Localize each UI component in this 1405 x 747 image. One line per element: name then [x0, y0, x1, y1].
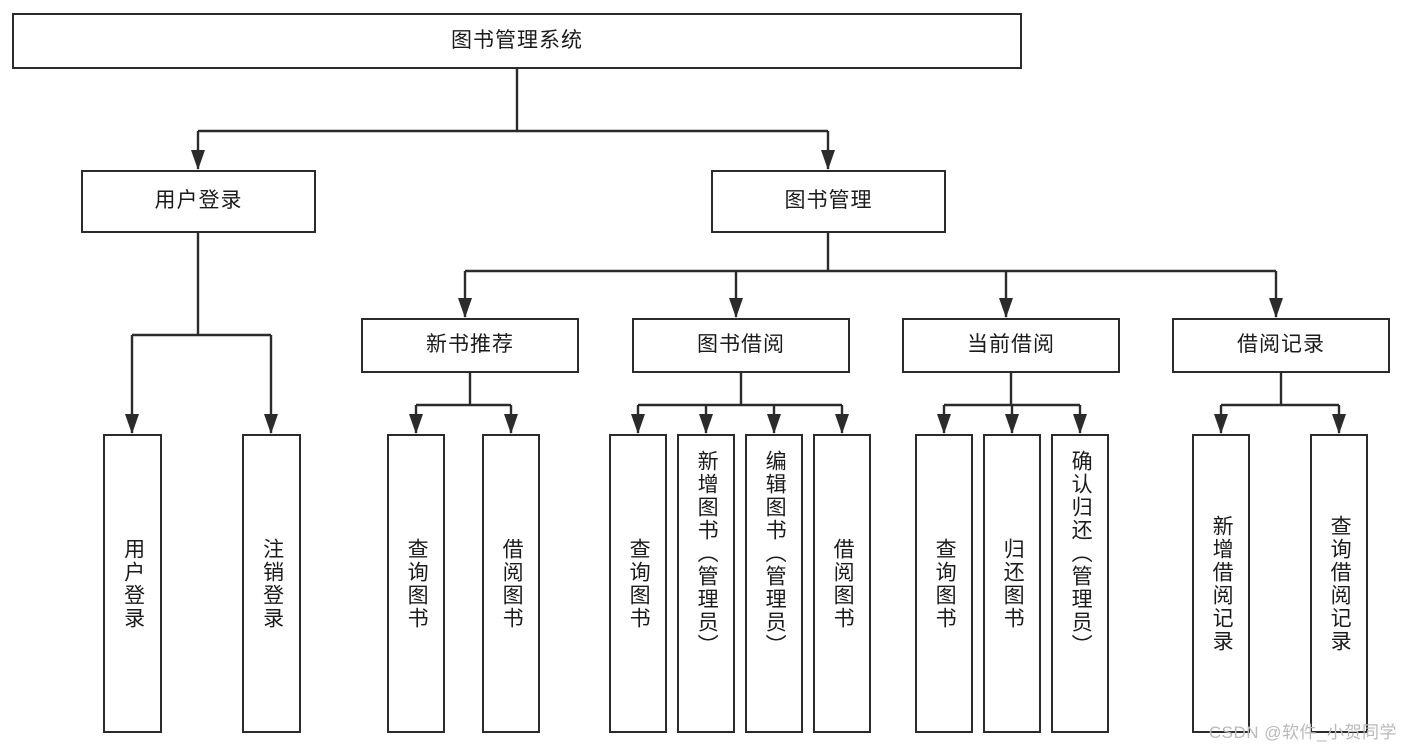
leaf-node-8[interactable]: 查询图书	[915, 434, 973, 733]
records-to-leaves-arrow-1	[1332, 414, 1346, 434]
book-mgmt-to-level3-arrow-2	[999, 298, 1013, 318]
leaf-node-11[interactable]: 新增借阅记录	[1192, 434, 1250, 733]
leaf-node-3[interactable]: 借阅图书	[482, 434, 540, 733]
node-inner: 编辑图书（管理员）	[747, 436, 801, 731]
node-label: 图书借阅	[697, 333, 785, 357]
leaf-node-7[interactable]: 借阅图书	[813, 434, 871, 733]
leaf-node-2[interactable]: 查询图书	[387, 434, 445, 733]
user-login-to-leaves-arrow-0	[125, 414, 139, 434]
leaf-node-9[interactable]: 归还图书	[983, 434, 1041, 733]
root-node[interactable]: 图书管理系统	[12, 13, 1022, 69]
current-borrow-to-leaves-arrow-2	[1073, 414, 1087, 434]
leaf-node-1[interactable]: 注销登录	[242, 434, 301, 733]
node-inner: 归还图书	[985, 436, 1039, 731]
new-book-to-leaves-arrow-0	[409, 414, 423, 434]
borrow-to-leaves-arrow-1	[699, 414, 713, 434]
node-label: 确认归还（管理员）	[1069, 450, 1093, 657]
node-label: 新书推荐	[426, 333, 514, 357]
root-to-level2-arrow-1	[821, 150, 835, 170]
node-inner: 用户登录	[105, 436, 160, 731]
new-book-to-leaves-arrow-1	[504, 414, 518, 434]
node-inner: 查询图书	[917, 436, 971, 731]
node-label: 注销登录	[260, 537, 284, 630]
node-label: 当前借阅	[967, 333, 1055, 357]
node-label: 借阅图书	[500, 537, 524, 630]
node-inner: 确认归还（管理员）	[1053, 436, 1107, 731]
node-label: 查询图书	[405, 537, 429, 630]
node-label: 查询图书	[627, 537, 651, 630]
level3-node-1[interactable]: 图书借阅	[632, 318, 850, 373]
node-inner: 借阅图书	[484, 436, 538, 731]
book-mgmt-to-level3-arrow-3	[1269, 298, 1283, 318]
level3-node-2[interactable]: 当前借阅	[902, 318, 1120, 373]
book-mgmt-to-level3-arrow-1	[729, 298, 743, 318]
node-label: 用户登录	[154, 189, 243, 213]
level3-node-0[interactable]: 新书推荐	[361, 318, 579, 373]
leaf-node-0[interactable]: 用户登录	[103, 434, 162, 733]
level2-node-1[interactable]: 图书管理	[711, 170, 946, 233]
borrow-to-leaves-arrow-2	[767, 414, 781, 434]
node-inner: 查询图书	[389, 436, 443, 731]
records-to-leaves-arrow-0	[1214, 414, 1228, 434]
node-inner: 新增借阅记录	[1194, 436, 1248, 731]
borrow-to-leaves-arrow-0	[631, 414, 645, 434]
node-label: 编辑图书（管理员）	[763, 450, 787, 657]
current-borrow-to-leaves-arrow-0	[937, 414, 951, 434]
book-mgmt-to-level3-arrow-0	[458, 298, 472, 318]
node-inner: 查询图书	[611, 436, 665, 731]
node-label: 图书管理系统	[451, 28, 583, 52]
borrow-to-leaves-arrow-3	[835, 414, 849, 434]
node-label: 借阅图书	[831, 537, 855, 630]
node-label: 新增借阅记录	[1210, 514, 1234, 653]
current-borrow-to-leaves-arrow-1	[1005, 414, 1019, 434]
leaf-node-4[interactable]: 查询图书	[609, 434, 667, 733]
user-login-to-leaves-arrow-1	[264, 414, 278, 434]
node-label: 查询借阅记录	[1328, 514, 1352, 653]
node-label: 借阅记录	[1237, 333, 1325, 357]
node-inner: 借阅图书	[815, 436, 869, 731]
node-label: 新增图书（管理员）	[695, 450, 719, 657]
level2-node-0[interactable]: 用户登录	[81, 170, 316, 233]
node-label: 图书管理	[784, 189, 873, 213]
node-inner: 注销登录	[244, 436, 299, 731]
node-inner: 查询借阅记录	[1312, 436, 1366, 731]
node-inner: 新增图书（管理员）	[679, 436, 733, 731]
leaf-node-10[interactable]: 确认归还（管理员）	[1051, 434, 1109, 733]
node-label: 归还图书	[1001, 537, 1025, 630]
node-label: 用户登录	[121, 537, 145, 630]
leaf-node-6[interactable]: 编辑图书（管理员）	[745, 434, 803, 733]
node-label: 查询图书	[933, 537, 957, 630]
leaf-node-5[interactable]: 新增图书（管理员）	[677, 434, 735, 733]
level3-node-3[interactable]: 借阅记录	[1172, 318, 1390, 373]
root-to-level2-arrow-0	[191, 150, 205, 170]
leaf-node-12[interactable]: 查询借阅记录	[1310, 434, 1368, 733]
